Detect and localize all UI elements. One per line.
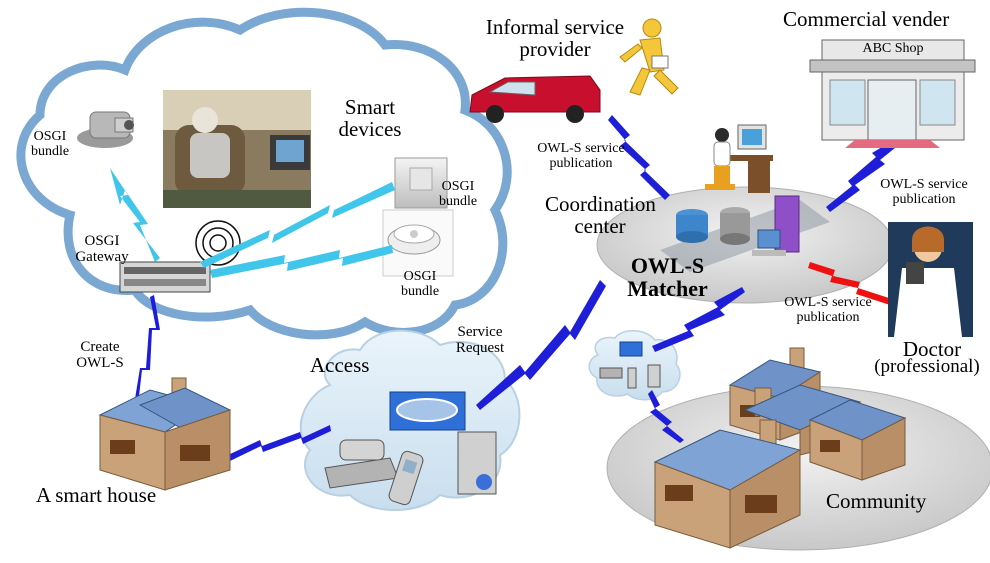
coordination-equipment: [660, 195, 830, 272]
label-professional: (professional): [874, 356, 980, 377]
server-tower: [457, 431, 497, 495]
elderly-tv-photo: [163, 90, 311, 208]
label-osgi-bundle-sensor: OSGI bundle: [438, 179, 478, 209]
running-person-icon: [619, 18, 679, 96]
label-osgi-bundle-smoke: OSGI bundle: [400, 269, 440, 299]
osgi-gateway-device: [119, 220, 241, 293]
label-service-request: Service Request: [455, 324, 505, 356]
label-coordination-center: Coordination center: [545, 192, 656, 239]
smart-house-building: [98, 377, 232, 491]
abc-shop-building: [809, 39, 976, 148]
label-abc-shop: ABC Shop: [862, 41, 924, 56]
label-informal-provider: Informal service provider: [485, 15, 625, 62]
wireless-link-doctor: [808, 262, 895, 306]
wireless-links-home: [110, 168, 395, 278]
cell-phone: [388, 450, 424, 506]
access-router: [389, 391, 466, 431]
label-commercial-vender: Commercial vender: [783, 7, 950, 31]
label-access: Access: [310, 353, 370, 377]
smoke-detector-device: [382, 209, 454, 277]
wall-sensor-device: [394, 157, 448, 209]
community-mini-devices: [599, 341, 661, 389]
label-create-owls: Create OWL-S: [76, 339, 124, 371]
label-publication-van: OWL-S service publication: [537, 141, 625, 171]
label-osgi-bundle-camera: OSGI bundle: [30, 129, 70, 159]
wireless-links-blue: [134, 115, 905, 461]
label-community: Community: [826, 489, 927, 513]
desk-phone: [324, 439, 399, 489]
doctor-icon: [888, 222, 973, 337]
camera-device: [77, 111, 134, 148]
community-houses: [653, 347, 907, 549]
label-owls-matcher: OWL-S Matcher: [627, 253, 708, 302]
label-osgi-gateway: OSGI Gateway: [75, 233, 129, 265]
label-smart-house: A smart house: [36, 483, 157, 507]
label-doctor: Doctor: [902, 337, 962, 361]
label-publication-shop: OWL-S service publication: [880, 177, 968, 207]
operator-at-desk: [705, 124, 773, 193]
service-van: [469, 75, 601, 123]
label-smart-devices: Smart devices: [338, 95, 402, 142]
label-publication-doctor: OWL-S service publication: [784, 295, 872, 325]
